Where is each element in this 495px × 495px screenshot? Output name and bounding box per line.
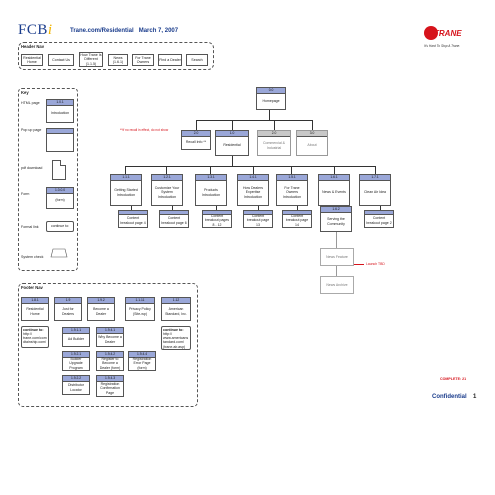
node-breakout-6[interactable]: Content breakout page 6 [159, 210, 189, 228]
footer-nav-group [18, 283, 198, 407]
node-commercial[interactable]: 2.0 Commercial & Industrial [257, 130, 291, 156]
recall-note: **If no recall in effect, do not show [120, 128, 169, 132]
key-system-check-label: System check [21, 255, 44, 259]
key-pdf-label: pdf download [21, 166, 43, 170]
key-group [18, 88, 78, 271]
node-residential[interactable]: 1.0 Residential [215, 130, 249, 156]
key-form-label: Form [21, 192, 30, 196]
footer-nav-label: Footer Nav [21, 285, 43, 290]
footer-continue-left[interactable]: continue to:http:// trane.com/com dtains… [21, 326, 49, 348]
complete-count: COMPLETE: 21 [440, 377, 467, 381]
nav-for-trane-owners[interactable]: For Trane Owners [132, 54, 154, 66]
node-serving-community[interactable]: 1.6.2 Serving the Community [320, 206, 352, 232]
page-number: 1 [473, 394, 477, 400]
nav-residential-home[interactable]: Residential Home [21, 54, 43, 66]
key-form: 1.0.0.0 (form) [46, 187, 74, 209]
node-breakout-8-12[interactable]: Content breakout pages 8 - 12 [202, 210, 232, 228]
launch-note: Launch TBD [366, 262, 385, 266]
node-breakout-2[interactable]: Content breakout page 2 [364, 210, 394, 228]
key-html-page: 1.0.1 Introduction [46, 99, 74, 123]
key-popup-page [46, 128, 74, 152]
node-news-archive[interactable]: News Archive [320, 276, 354, 294]
node-about[interactable]: 3.0 About [296, 130, 328, 156]
node-news-events[interactable]: 1.6.1 News & Events [318, 174, 350, 206]
nav-how-trane-different[interactable]: How Trane Is Different (1.1.5) [79, 52, 103, 67]
node-breakout-4[interactable]: Content breakout page 4 [118, 210, 148, 228]
key-popup-label: Pop up page [21, 128, 42, 132]
key-html-label: HTML page [21, 101, 40, 105]
nav-news[interactable]: News (1.6.1) [108, 54, 128, 66]
confidential-label: Confidential [432, 394, 467, 400]
key-system-check-shape [50, 248, 68, 258]
nav-contact-us[interactable]: Contact Us [48, 54, 74, 66]
node-products[interactable]: 1.3.1 Products Introduction [195, 174, 227, 206]
key-formal-link: continue to: [46, 221, 74, 232]
node-clean-air[interactable]: 1.7.1 Clean Air Idea [359, 174, 391, 206]
key-formal-link-label: Formal link [21, 225, 39, 229]
key-label: Key [21, 90, 29, 95]
node-customize-system[interactable]: 1.2.1 Customize Your System Introduction [151, 174, 183, 206]
node-breakout-14[interactable]: Content breakout page 14 [282, 210, 312, 228]
node-dealers-expertise[interactable]: 1.4.1 How Dealers Expertise Introduction [237, 174, 269, 206]
header-nav-group [18, 42, 214, 70]
node-news-feature[interactable]: News Feature [320, 248, 354, 266]
nav-search[interactable]: Search [186, 54, 208, 66]
header-nav-label: Header Nav [21, 44, 45, 49]
node-homepage[interactable]: 0.0 Homepage [256, 87, 286, 110]
fcbi-logo: FCBi [18, 22, 53, 38]
page-title: Trane.com/Residential March 7, 2007 [70, 28, 179, 34]
nav-find-dealer[interactable]: Find a Dealer [158, 54, 182, 66]
node-breakout-13[interactable]: Content breakout page 13 [243, 210, 273, 228]
node-getting-started[interactable]: 1.1.1 Getting Started Introduction [110, 174, 142, 206]
node-recall-info[interactable]: 2.0 Recall Info ** [181, 130, 211, 150]
node-for-trane-owners[interactable]: 1.5.1 For Trane Owners Introduction [276, 174, 308, 206]
key-pdf-icon [52, 160, 66, 180]
footer-continue-right[interactable]: continue to:http:// www.americans tandar… [161, 326, 191, 350]
